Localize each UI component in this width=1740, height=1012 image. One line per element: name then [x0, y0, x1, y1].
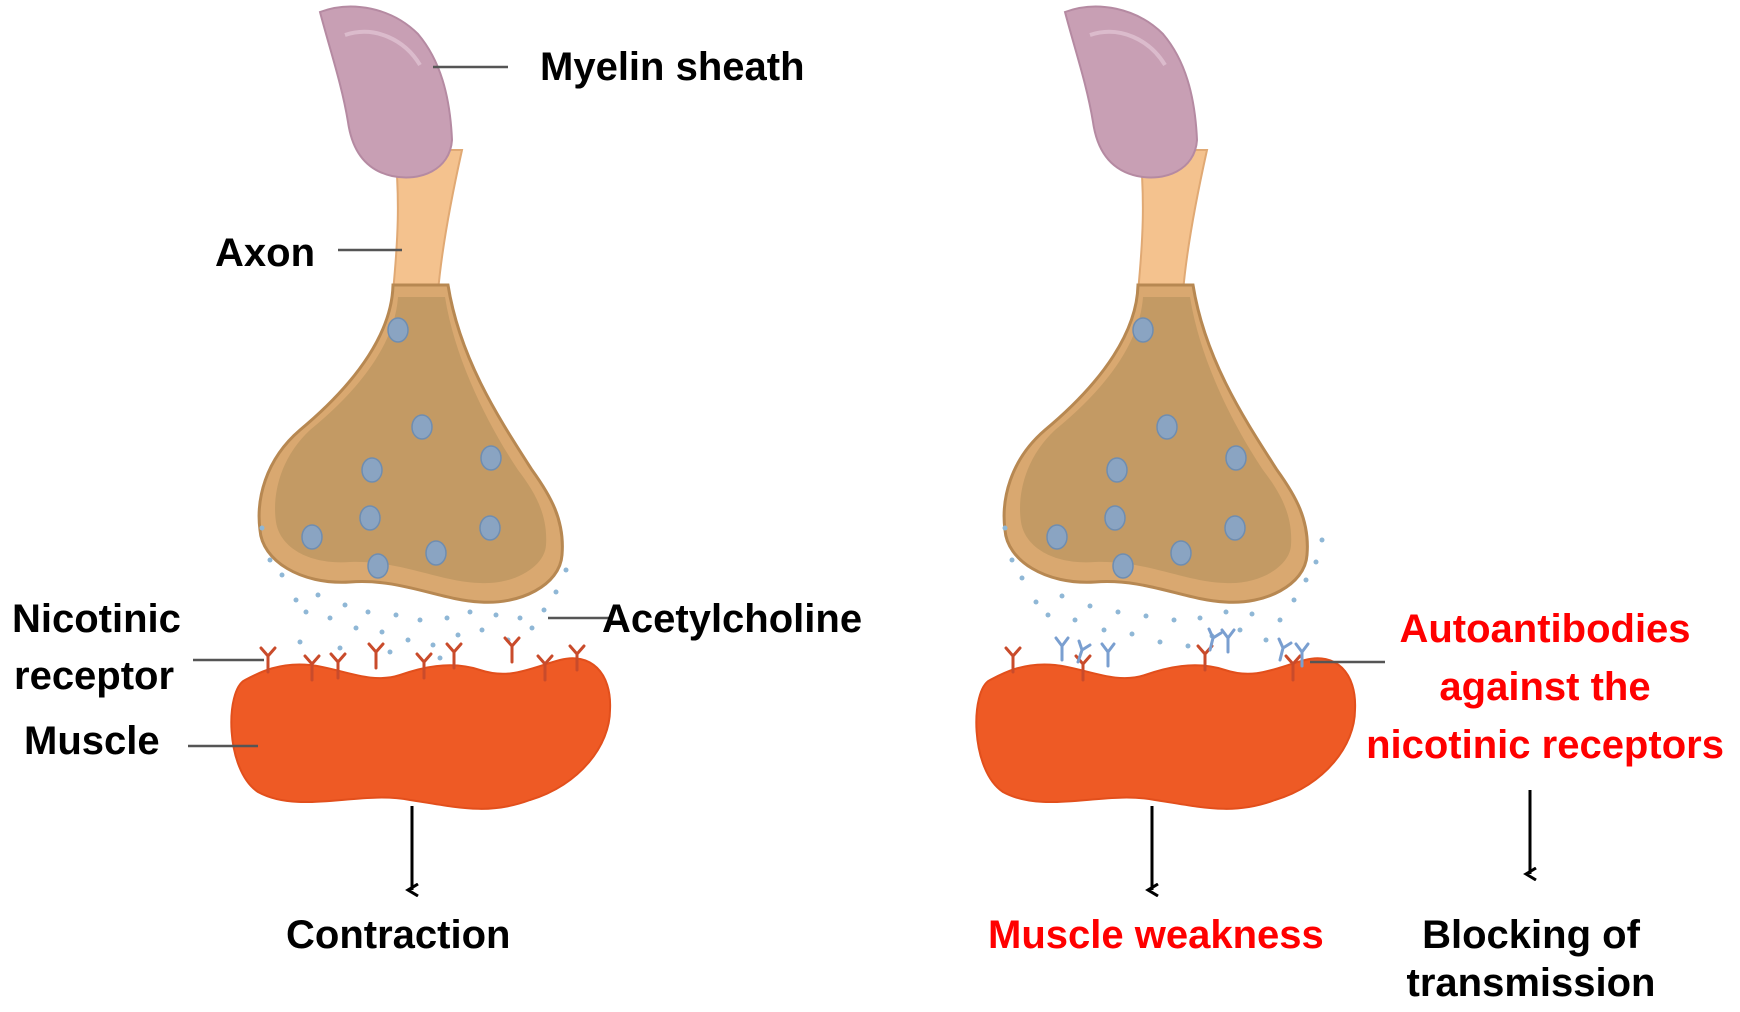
contraction-label: Contraction [286, 906, 510, 964]
axon-label: Axon [215, 224, 315, 282]
nicotinic-receptor-label-line1: Nicotinic [12, 590, 181, 648]
myelin-sheath-label: Myelin sheath [540, 38, 805, 96]
autoantibodies-label-line1: Autoantibodies [1350, 600, 1740, 658]
blocking-label-line2: transmission [1400, 954, 1662, 1012]
autoantibodies-label-line2: against the [1350, 658, 1740, 716]
acetylcholine-label: Acetylcholine [602, 590, 862, 648]
muscle-weakness-label: Muscle weakness [988, 906, 1324, 964]
muscle-label: Muscle [24, 712, 160, 770]
autoantibodies [1056, 629, 1308, 666]
autoantibodies-label-line3: nicotinic receptors [1350, 716, 1740, 774]
normal-junction [188, 7, 612, 890]
nicotinic-receptor-label-line2: receptor [14, 647, 174, 705]
